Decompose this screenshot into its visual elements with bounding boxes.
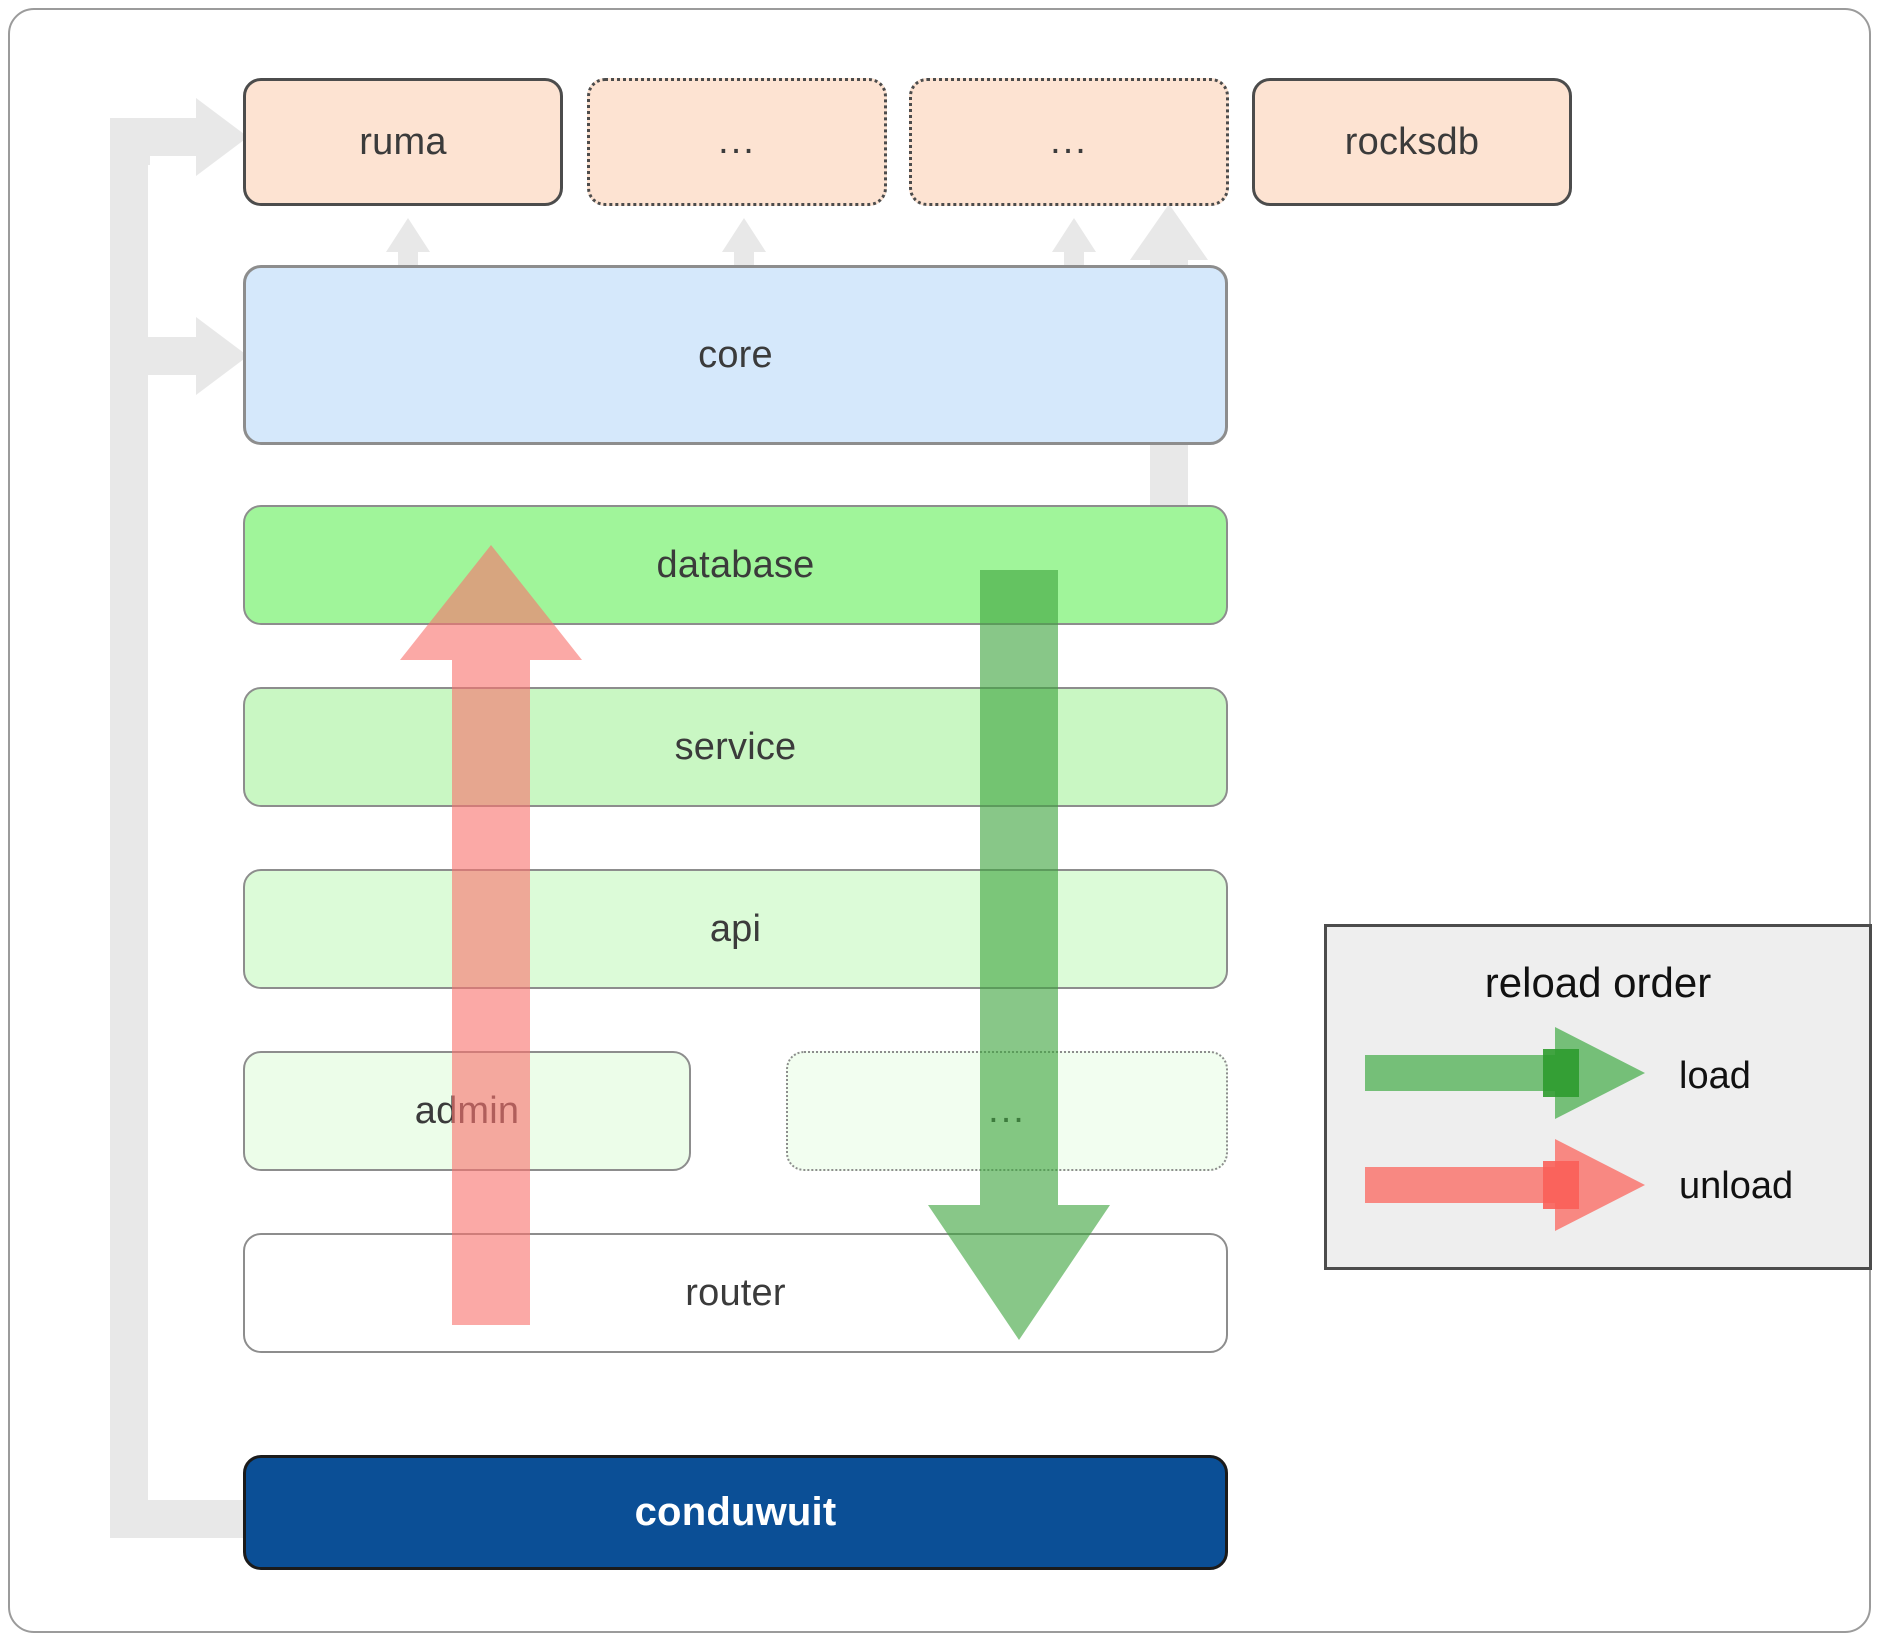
node-label-ruma: ruma: [359, 120, 447, 163]
legend-label-unload: unload: [1679, 1165, 1794, 1207]
node-label-service: service: [674, 725, 797, 768]
node-label-admin: admin: [414, 1089, 520, 1132]
node-label-router: router: [685, 1271, 786, 1314]
node-layer-ellipsis[interactable]: ...: [786, 1051, 1228, 1171]
node-label-dep-ellipsis-1: ...: [718, 120, 756, 163]
node-conduwuit[interactable]: conduwuit: [243, 1455, 1228, 1570]
legend-panel: reload order load unload: [1324, 924, 1872, 1270]
node-core[interactable]: core: [243, 265, 1228, 445]
node-database[interactable]: database: [243, 505, 1228, 625]
node-admin[interactable]: admin: [243, 1051, 691, 1171]
node-label-dep-ellipsis-2: ...: [1050, 120, 1088, 163]
node-label-api: api: [709, 907, 762, 950]
legend-title: reload order: [1484, 959, 1712, 1006]
node-rocksdb[interactable]: rocksdb: [1252, 78, 1572, 206]
node-label-core: core: [698, 333, 773, 376]
node-label-conduwuit: conduwuit: [634, 1490, 837, 1534]
node-dep-ellipsis-2[interactable]: ...: [909, 78, 1229, 206]
node-label-database: database: [656, 543, 815, 586]
node-dep-ellipsis-1[interactable]: ...: [587, 78, 887, 206]
legend-label-load: load: [1679, 1055, 1751, 1097]
node-ruma[interactable]: ruma: [243, 78, 563, 206]
node-api[interactable]: api: [243, 869, 1228, 989]
node-label-layer-ellipsis: ...: [988, 1089, 1026, 1132]
legend-unload-arrow: [1365, 1139, 1645, 1231]
legend-load-arrow: [1365, 1027, 1645, 1119]
node-label-rocksdb: rocksdb: [1344, 120, 1480, 163]
node-router[interactable]: router: [243, 1233, 1228, 1353]
diagram-frame: [8, 8, 1871, 1633]
node-service[interactable]: service: [243, 687, 1228, 807]
